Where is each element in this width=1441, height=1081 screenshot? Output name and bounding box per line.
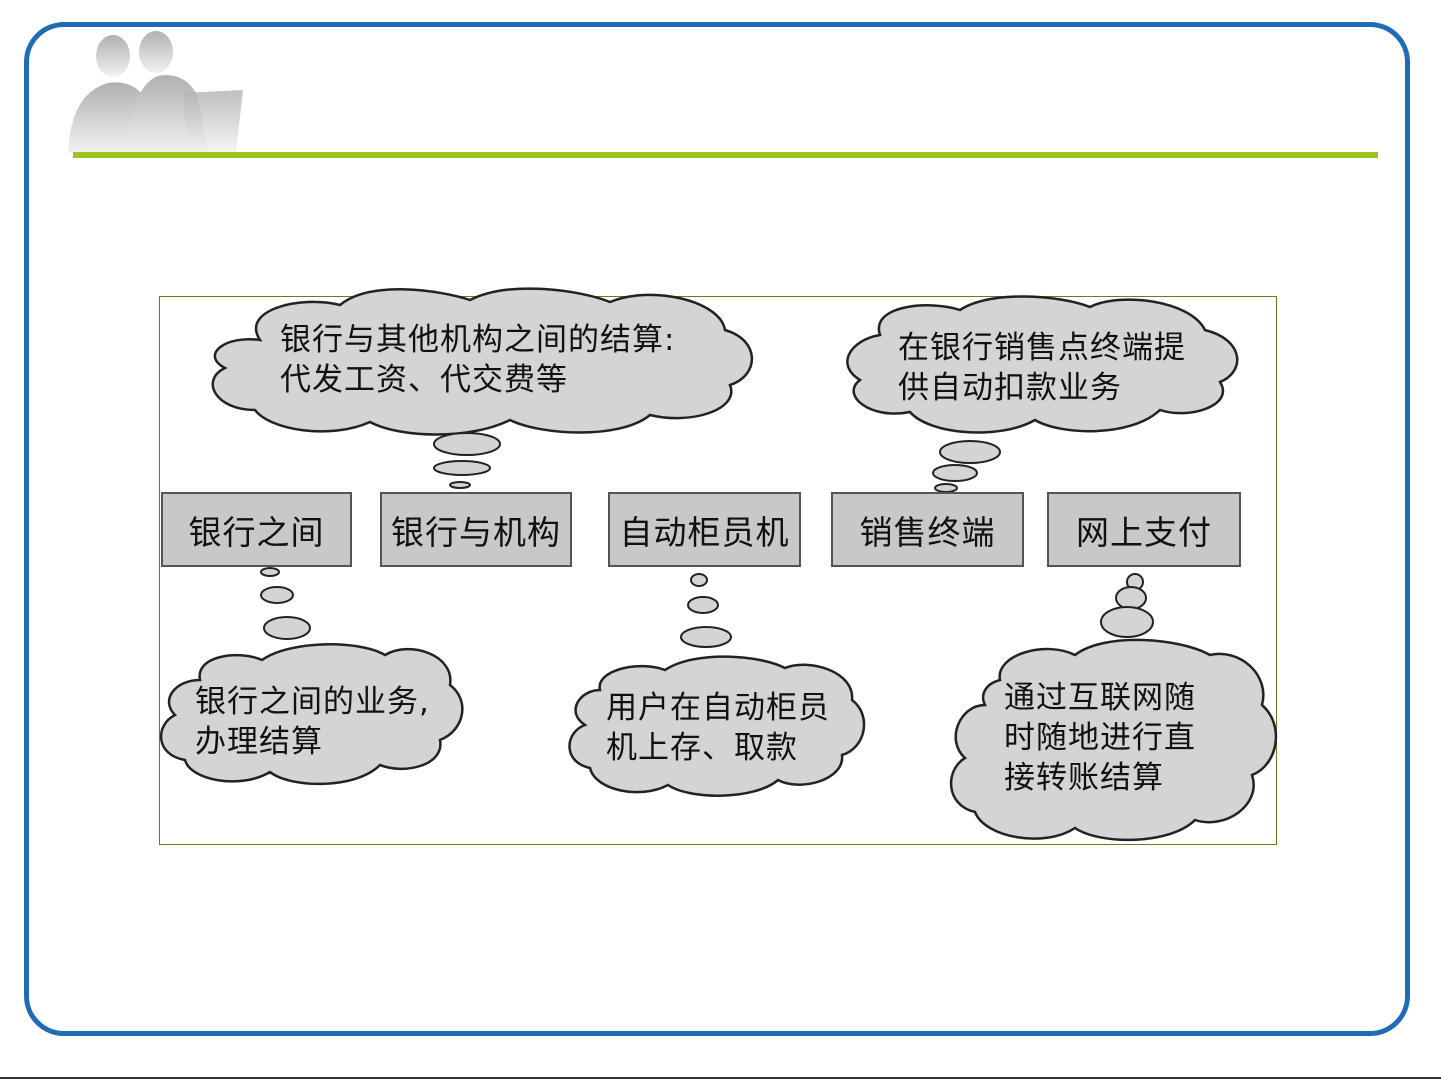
bubbles-online [1100,573,1154,638]
node-bank-institution: 银行与机构 [380,492,572,567]
node-interbank: 银行之间 [161,492,352,567]
node-atm: 自动柜员机 [608,492,801,567]
node-pos: 销售终端 [831,492,1024,567]
cloud-text-atm: 用户在自动柜员 机上存、取款 [606,690,830,766]
cloud-text-bank-institution: 银行与其他机构之间的结算: 代发工资、代交费等 [280,322,676,398]
bubbles-interbank [260,567,311,640]
bubbles-pos [932,440,1001,493]
cloud-text-interbank: 银行之间的业务, 办理结算 [195,684,430,760]
business-people-silhouette [68,31,243,153]
cloud-pos [846,295,1239,434]
cloud-interbank [159,643,464,786]
title-accent-rule [73,152,1378,158]
cloud-online [949,638,1278,842]
node-online-payment: 网上支付 [1047,492,1241,567]
bubbles-atm [680,573,732,648]
cloud-bank-institution [211,287,754,436]
cloud-atm [568,655,866,797]
cloud-text-online: 通过互联网随 时随地进行直 接转账结算 [1004,680,1196,796]
cloud-text-pos: 在银行销售点终端提 供自动扣款业务 [898,330,1186,406]
page-bottom-rule [0,1077,1441,1079]
bubbles-bank-institution [433,432,501,489]
